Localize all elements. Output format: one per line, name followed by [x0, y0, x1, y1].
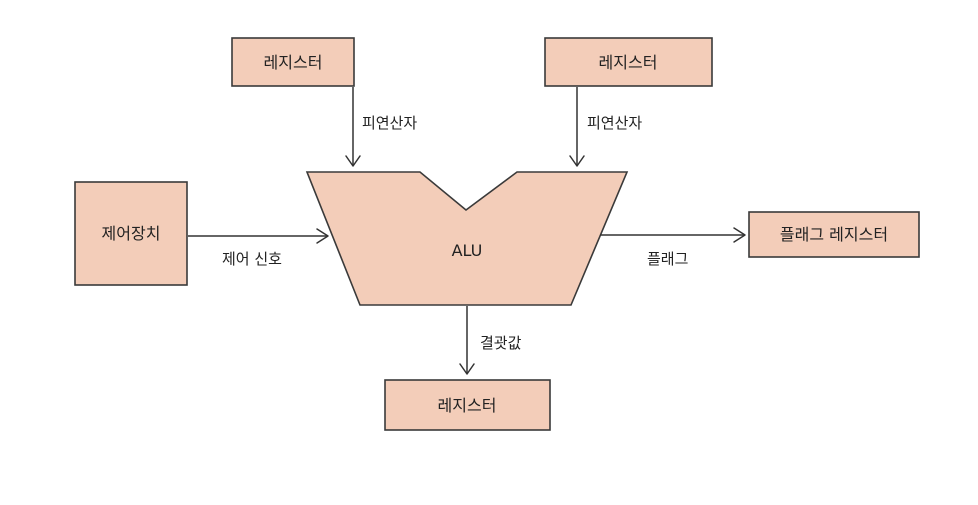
- flags-label: 플래그: [647, 250, 688, 268]
- register-top-left-node: 레지스터: [231, 37, 355, 87]
- control-unit-label: 제어장치: [102, 224, 161, 243]
- flag-register-node: 플래그 레지스터: [748, 211, 920, 258]
- control-signal-arrow: [188, 228, 329, 244]
- operand-right-arrowhead: [569, 155, 585, 167]
- operand-left-arrowhead: [345, 155, 361, 167]
- operand-right-label: 피연산자: [587, 114, 642, 132]
- register-bottom-label: 레지스터: [438, 396, 497, 415]
- flags-arrow: [600, 227, 746, 243]
- register-bottom-box: [384, 379, 551, 431]
- result-arrowhead: [459, 363, 475, 375]
- operand-right-arrow: [569, 87, 585, 167]
- control-unit-node: 제어장치: [74, 181, 188, 286]
- result-label: 결괏값: [480, 334, 522, 352]
- alu-shape: [305, 171, 629, 306]
- alu-node: ALU: [305, 171, 629, 306]
- flags-arrowhead: [733, 227, 746, 243]
- register-top-right-node: 레지스터: [544, 37, 713, 87]
- control-signal-arrowhead: [316, 228, 329, 244]
- flag-register-box: [748, 211, 920, 258]
- alu-label: ALU: [452, 241, 483, 260]
- control-unit-box: [74, 181, 188, 286]
- flag-register-label: 플래그 레지스터: [780, 225, 888, 244]
- register-top-left-label: 레지스터: [264, 53, 323, 72]
- operand-left-arrow: [345, 87, 361, 167]
- control-signal-label: 제어 신호: [222, 250, 282, 268]
- result-arrow: [459, 306, 475, 375]
- register-top-right-label: 레지스터: [599, 53, 658, 72]
- register-bottom-node: 레지스터: [384, 379, 551, 431]
- register-top-left-box: [231, 37, 355, 87]
- operand-left-label: 피연산자: [362, 114, 417, 132]
- register-top-right-box: [544, 37, 713, 87]
